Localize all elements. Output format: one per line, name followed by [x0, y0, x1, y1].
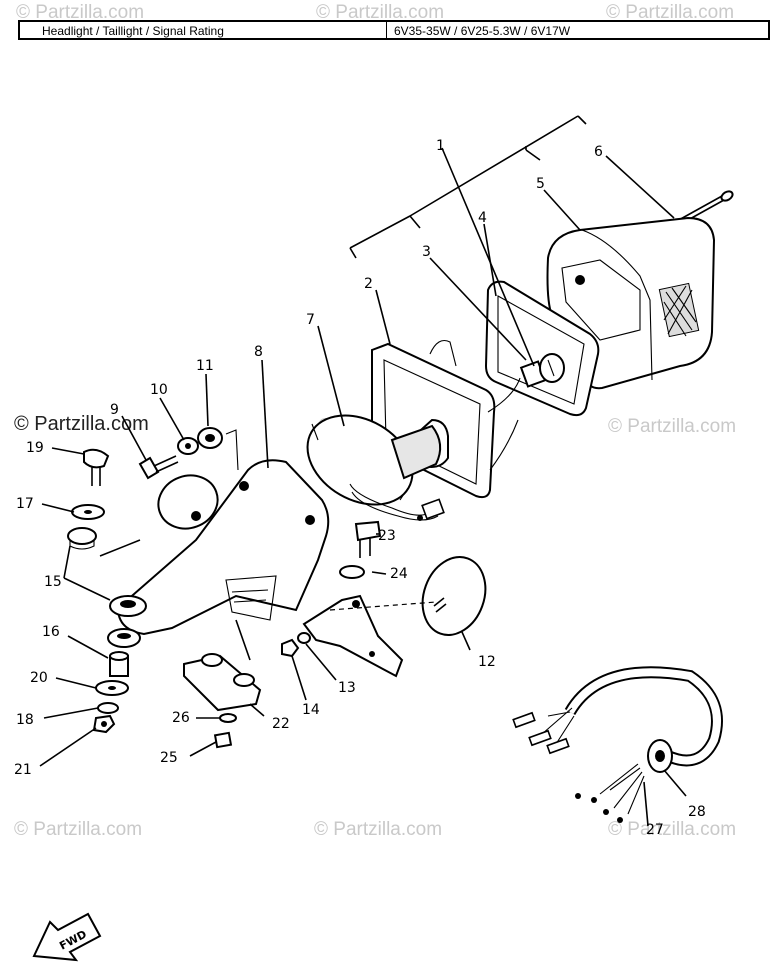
nut-14 — [281, 638, 300, 658]
gasket-4 — [484, 280, 600, 417]
header-rating: 6V35-35W / 6V25-5.3W / 6V17W — [394, 24, 571, 38]
watermark-right: © Partzilla.com — [608, 416, 736, 437]
watermark-left: © Partzilla.com — [14, 413, 149, 435]
callout-4: 4 — [478, 210, 487, 226]
callout-9: 9 — [110, 402, 119, 418]
nut-25 — [213, 731, 233, 749]
callout-17: 17 — [16, 496, 34, 512]
watermark-bottom-right: © Partzilla.com — [608, 819, 736, 840]
license-bracket-13 — [302, 594, 404, 678]
callout-20: 20 — [30, 670, 48, 686]
header-title: Headlight / Taillight / Signal Rating — [42, 24, 224, 38]
callout-10: 10 — [150, 382, 168, 398]
grommet-15a — [67, 527, 97, 550]
bushing-11 — [197, 427, 223, 449]
reflector-12 — [329, 556, 487, 636]
callout-7: 7 — [306, 312, 315, 328]
rubber-block-22 — [183, 653, 262, 712]
callout-5: 5 — [536, 176, 545, 192]
bolt-9 — [138, 455, 179, 480]
watermark-top-left: © Partzilla.com — [16, 2, 144, 23]
grommet-15c — [107, 628, 141, 648]
grommet-15b — [109, 595, 147, 617]
washer-18 — [97, 702, 119, 714]
watermark-bottom-left: © Partzilla.com — [14, 819, 142, 840]
callout-25: 25 — [160, 750, 178, 766]
callout-2: 2 — [364, 276, 373, 292]
callout-14: 14 — [302, 702, 320, 718]
callout-11: 11 — [196, 358, 214, 374]
callout-12: 12 — [478, 654, 496, 670]
bolt-23 — [354, 520, 382, 558]
fwd-arrow-icon: FWD — [32, 912, 102, 962]
leader-lines — [39, 147, 687, 827]
callout-21: 21 — [14, 762, 32, 778]
callout-13: 13 — [338, 680, 356, 696]
callout-1: 1 — [436, 138, 445, 154]
collar-16 — [109, 651, 129, 677]
washer-10 — [177, 437, 199, 455]
plate-7 — [306, 414, 445, 521]
callout-numbers: 1 2 3 4 5 6 7 8 9 10 11 12 13 14 15 16 1… — [14, 138, 706, 838]
callout-6: 6 — [594, 144, 603, 160]
watermark-bottom-center: © Partzilla.com — [314, 819, 442, 840]
header-divider — [386, 22, 387, 38]
rating-header: Headlight / Taillight / Signal Rating 6V… — [18, 20, 770, 40]
nut-13-lower — [297, 632, 311, 644]
washer-24 — [339, 565, 365, 579]
washer-26 — [219, 713, 237, 723]
nut-21 — [92, 714, 116, 734]
callout-23: 23 — [378, 528, 396, 544]
callout-27: 27 — [646, 822, 664, 838]
callout-3: 3 — [422, 244, 431, 260]
wire-harness-27 — [512, 666, 723, 823]
assembly-bracket — [349, 115, 587, 259]
washer-20 — [95, 680, 129, 696]
callout-19: 19 — [26, 440, 44, 456]
bulb-3 — [519, 353, 565, 388]
watermark-top-center: © Partzilla.com — [316, 2, 444, 23]
callout-16: 16 — [42, 624, 60, 640]
grommet-28 — [647, 739, 673, 773]
callout-22: 22 — [272, 716, 290, 732]
callout-28: 28 — [688, 804, 706, 820]
callout-18: 18 — [16, 712, 34, 728]
washer-17 — [71, 504, 105, 520]
callout-8: 8 — [254, 344, 263, 360]
callout-24: 24 — [390, 566, 408, 582]
bolt-19 — [83, 448, 110, 486]
callout-26: 26 — [172, 710, 190, 726]
watermark-top-right: © Partzilla.com — [606, 2, 734, 23]
callout-15: 15 — [44, 574, 62, 590]
